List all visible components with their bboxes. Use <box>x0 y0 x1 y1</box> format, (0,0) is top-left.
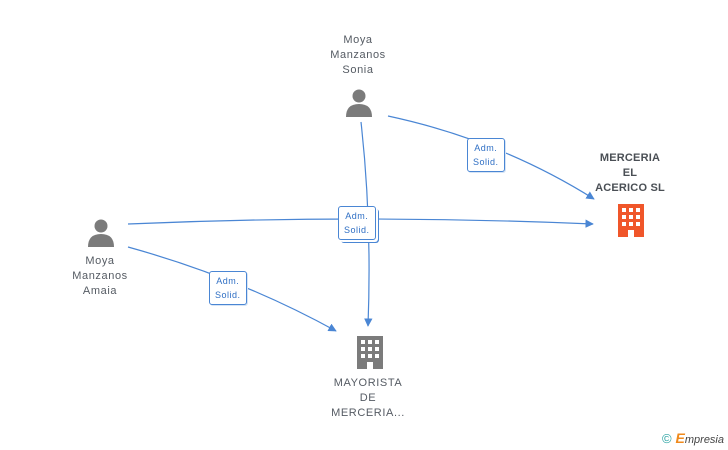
company-label-mayorista[interactable]: MAYORISTA DE MERCERIA... <box>320 376 416 421</box>
company-label-merceria[interactable]: MERCERIA EL ACERICO SL <box>584 151 676 196</box>
edge-label-line-2: Solid. <box>473 157 499 167</box>
edge-label-line-2: Solid. <box>344 225 370 235</box>
edge-label-line-1: Adm. <box>216 276 240 286</box>
sonia-line-2: Manzanos <box>330 49 386 61</box>
brand-initial: E <box>675 430 685 446</box>
edge-label-amaia-mayorista[interactable]: Adm. Solid. <box>209 271 247 305</box>
copyright-icon: © <box>661 430 672 446</box>
edge-label-sonia-merceria[interactable]: Adm. Solid. <box>467 138 505 172</box>
merceria-line-1: MERCERIA <box>599 152 661 164</box>
person-icon[interactable] <box>344 88 374 118</box>
brand-name: mpresia <box>684 434 724 446</box>
sonia-line-1: Moya <box>343 34 373 46</box>
mayorista-line-1: MAYORISTA <box>333 377 403 389</box>
merceria-line-3: ACERICO SL <box>595 182 665 194</box>
sonia-line-3: Sonia <box>342 64 374 76</box>
footer-brand: © Empresia <box>662 430 724 446</box>
building-icon[interactable] <box>615 202 647 238</box>
person-label-amaia[interactable]: Moya Manzanos Amaia <box>58 254 142 299</box>
edge-label-line-2: Solid. <box>215 290 241 300</box>
edge-label-line-1: Adm. <box>345 211 369 221</box>
mayorista-line-2: DE <box>359 392 377 404</box>
person-label-sonia[interactable]: Moya Manzanos Sonia <box>316 33 400 78</box>
amaia-line-1: Moya <box>85 255 115 267</box>
person-icon[interactable] <box>86 218 116 248</box>
building-icon[interactable] <box>354 334 386 370</box>
edge-label-line-1: Adm. <box>474 143 498 153</box>
amaia-line-3: Amaia <box>82 285 118 297</box>
amaia-line-2: Manzanos <box>72 270 128 282</box>
mayorista-line-3: MERCERIA... <box>331 407 405 419</box>
brand-logo[interactable]: Empresia <box>676 430 724 446</box>
edge-label-center[interactable]: Adm. Solid. <box>338 206 376 240</box>
merceria-line-2: EL <box>622 167 638 179</box>
